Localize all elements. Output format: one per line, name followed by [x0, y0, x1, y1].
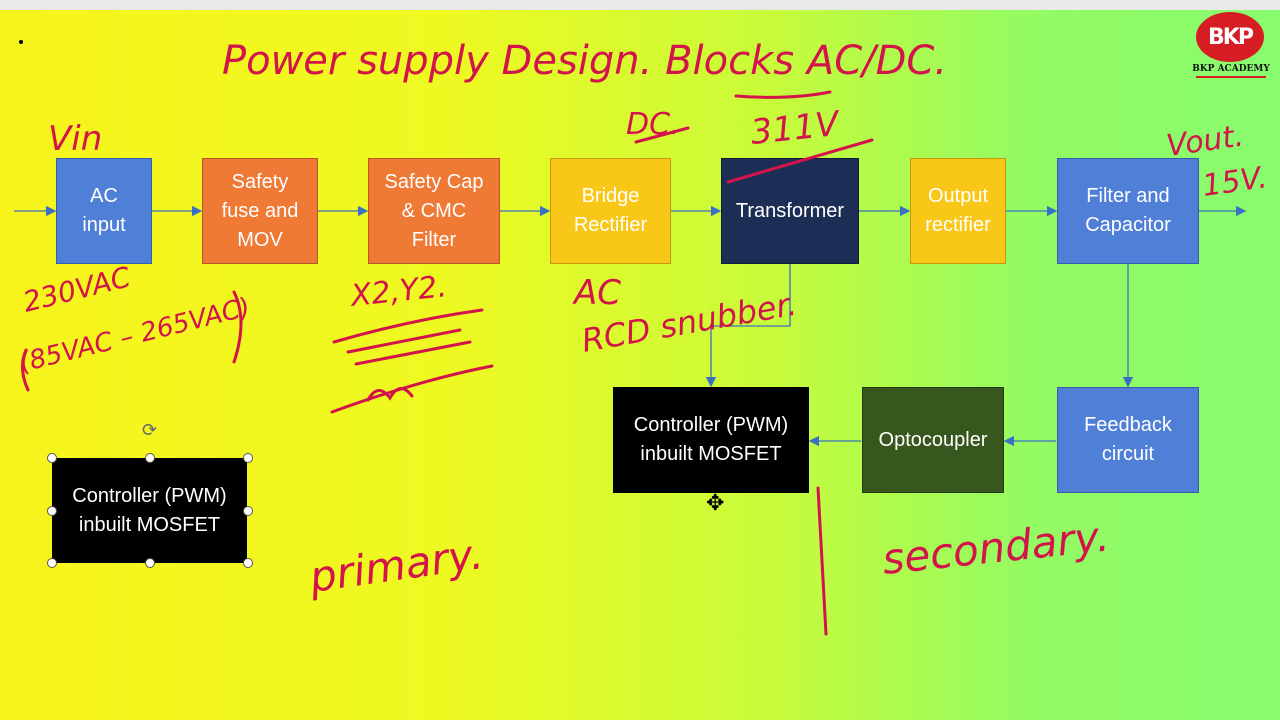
- ink-cap-line-1: [346, 328, 462, 354]
- ink-bracket-right: [232, 290, 243, 364]
- rotate-handle-icon[interactable]: ⟳: [142, 420, 158, 440]
- handwritten-caps: X2,Y2.: [347, 269, 448, 314]
- handwritten-secondary: secondary.: [880, 511, 1112, 584]
- handwritten-ac: AC: [572, 273, 621, 313]
- block-filter-capacitor[interactable]: Filter and Capacitor: [1057, 158, 1199, 264]
- resize-handle[interactable]: [47, 558, 57, 568]
- logo-academy-name: BKP ACADEMY: [1192, 64, 1270, 74]
- block-safety-cap-cmc-filter[interactable]: Safety Cap & CMC Filter: [368, 158, 500, 264]
- ink-cap-symbol: [332, 308, 484, 344]
- handwritten-strokes: [21, 90, 874, 636]
- window-top-strip: [0, 0, 1280, 10]
- bkp-logo-icon: BKP: [1196, 12, 1264, 62]
- ink-inductor-coil: [366, 387, 414, 402]
- block-feedback-circuit[interactable]: Feedback circuit: [1057, 387, 1199, 493]
- ink-cap-line-2: [354, 340, 472, 366]
- block-output-rectifier[interactable]: Output rectifier: [910, 158, 1006, 264]
- handwritten-vout: Vout.: [1164, 118, 1246, 163]
- block-safety-fuse-mov[interactable]: Safety fuse and MOV: [202, 158, 318, 264]
- move-cursor-icon: ✥: [706, 490, 725, 515]
- handwritten-vin: Vin: [48, 119, 102, 159]
- block-controller-pwm[interactable]: Controller (PWM) inbuilt MOSFET: [613, 387, 809, 493]
- resize-handle[interactable]: [47, 506, 57, 516]
- block-transformer[interactable]: Transformer: [721, 158, 859, 264]
- resize-handle[interactable]: [243, 506, 253, 516]
- block-optocoupler[interactable]: Optocoupler: [862, 387, 1004, 493]
- ink-isolation-line: [816, 486, 828, 636]
- block-ac-input[interactable]: AC input: [56, 158, 152, 264]
- ink-bracket-left: [21, 348, 30, 392]
- handwritten-vout-value: 15V.: [1200, 160, 1269, 204]
- ink-dc-underline: [734, 90, 832, 99]
- ink-dc-stroke: [634, 126, 690, 144]
- logo-underline: [1196, 76, 1266, 78]
- resize-handle[interactable]: [145, 453, 155, 463]
- handwritten-vin-value: 230VAC: [20, 260, 135, 319]
- ink-inductor-symbol: [330, 364, 494, 414]
- resize-handle[interactable]: [243, 558, 253, 568]
- resize-handle[interactable]: [145, 558, 155, 568]
- block-bridge-rectifier[interactable]: Bridge Rectifier: [550, 158, 671, 264]
- ink-transformer-strike: [726, 138, 874, 184]
- handwritten-primary: primary.: [306, 529, 487, 602]
- arrow-transformer-to-controller: [705, 264, 791, 388]
- bullet-dot: [19, 40, 23, 44]
- resize-handle[interactable]: [47, 453, 57, 463]
- handwritten-dc-value: 311V: [749, 104, 844, 153]
- resize-handle[interactable]: [243, 453, 253, 463]
- handwritten-title: Power supply Design. Blocks AC/DC.: [222, 38, 947, 84]
